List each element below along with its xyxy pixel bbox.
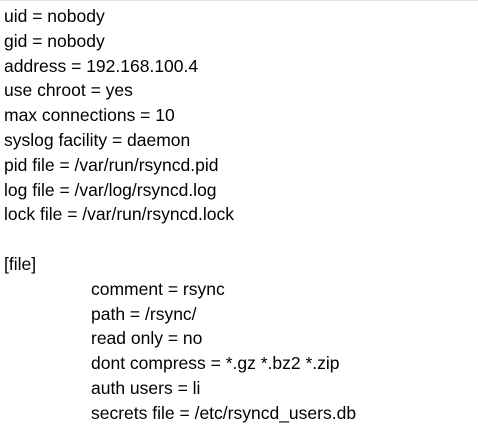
module-line-secrets-file: secrets file = /etc/rsyncd_users.db <box>91 402 357 423</box>
config-line-gid: gid = nobody <box>4 30 105 51</box>
module-line-path: path = /rsync/ <box>91 303 197 324</box>
module-line-comment: comment = rsync <box>91 278 225 299</box>
config-line-pid-file: pid file = /var/run/rsyncd.pid <box>4 154 219 175</box>
top-border <box>0 0 478 1</box>
config-line-log-file: log file = /var/log/rsyncd.log <box>4 179 217 200</box>
module-header: [file] <box>4 253 37 274</box>
config-line-lock-file: lock file = /var/run/rsyncd.lock <box>4 204 235 225</box>
module-line-dont-compress: dont compress = *.gz *.bz2 *.zip <box>91 353 340 374</box>
rsyncd-config-text: uid = nobody gid = nobody address = 192.… <box>4 4 474 426</box>
config-line-use-chroot: use chroot = yes <box>4 80 133 101</box>
blank-line <box>4 227 474 252</box>
module-line-read-only: read only = no <box>91 328 203 349</box>
config-line-syslog-facility: syslog facility = daemon <box>4 129 191 150</box>
config-line-max-connections: max connections = 10 <box>4 105 175 126</box>
module-line-auth-users: auth users = li <box>91 377 201 398</box>
config-line-uid: uid = nobody <box>4 6 105 26</box>
config-line-address: address = 192.168.100.4 <box>4 55 199 76</box>
